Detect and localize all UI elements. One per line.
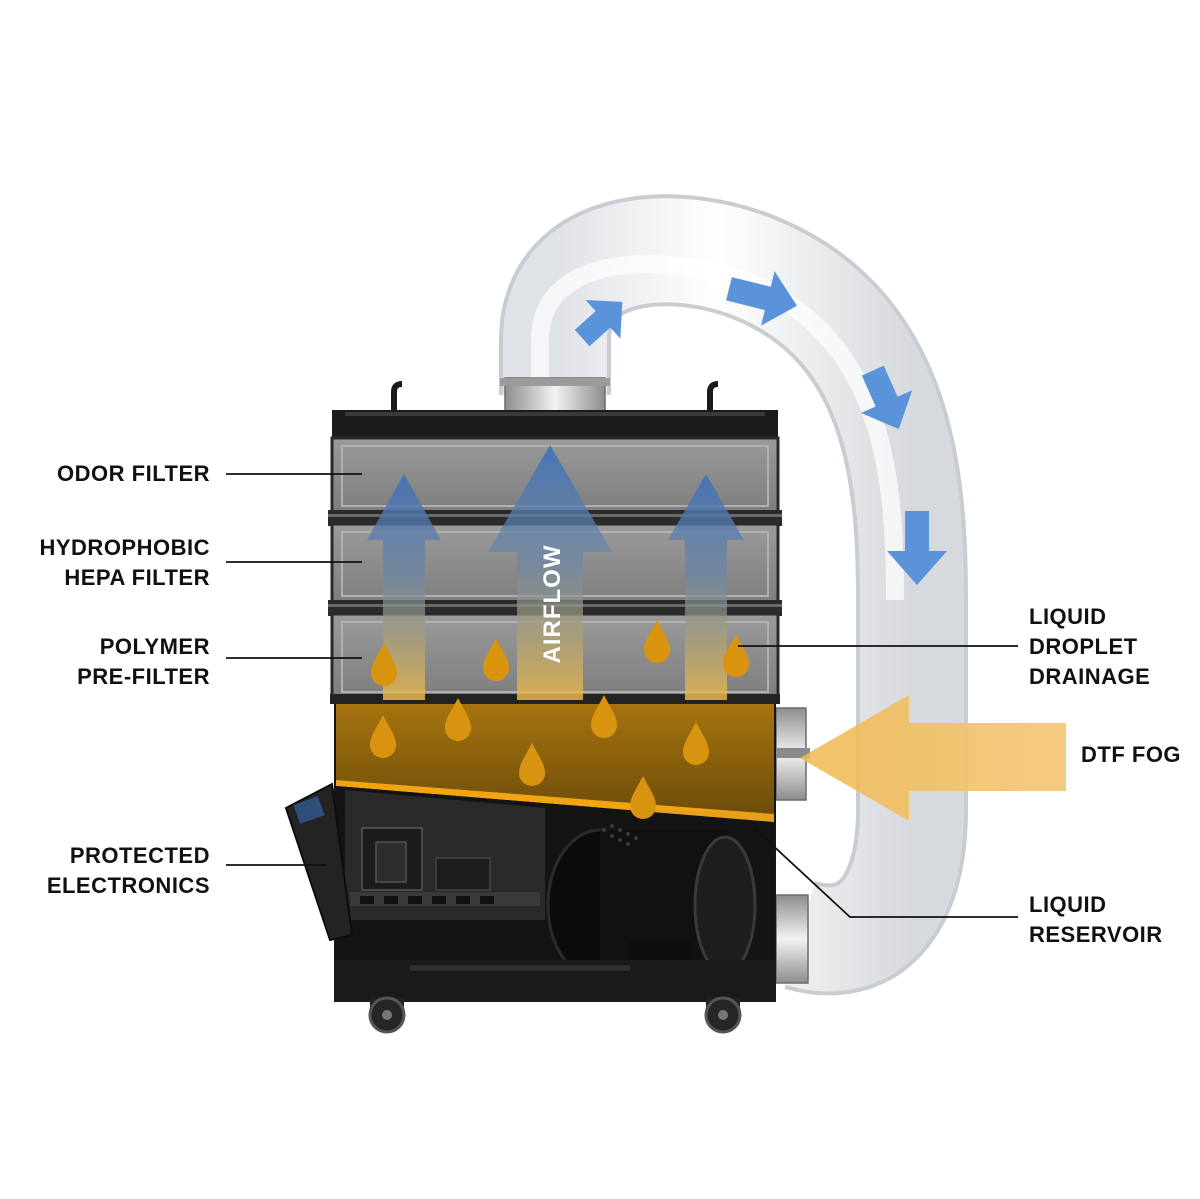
label-line: HEPA FILTER (64, 565, 210, 590)
label-line: ELECTRONICS (46, 873, 210, 898)
leader-reservoir (753, 827, 1018, 918)
label-line: DROPLET (1029, 634, 1138, 659)
label-line: LIQUID (1029, 892, 1107, 917)
leader-lines (226, 473, 1018, 918)
flow-arrow-3 (861, 365, 913, 430)
airflow-arrow-left (367, 474, 441, 700)
label-line: DRAINAGE (1029, 664, 1151, 689)
label-line: DTF FOG (1081, 742, 1182, 767)
control-display (293, 796, 325, 824)
side-inlet-pipe-lower (775, 894, 809, 984)
flow-arrow-2 (726, 271, 797, 326)
caster-wheel-right (704, 996, 742, 1034)
airflow-arrow-center (488, 445, 612, 700)
label-reservoir: LIQUID RESERVOIR (1029, 890, 1163, 950)
duct-flow-arrows (574, 271, 947, 585)
flow-arrow-4 (887, 511, 947, 585)
label-pre-filter: POLYMER PRE-FILTER (77, 632, 210, 692)
top-lid (332, 410, 778, 440)
label-line: RESERVOIR (1029, 922, 1163, 947)
label-electronics: PROTECTED ELECTRONICS (47, 841, 210, 901)
label-droplet-drainage: LIQUID DROPLET DRAINAGE (1029, 602, 1150, 692)
label-line: LIQUID (1029, 604, 1107, 629)
label-line: ODOR FILTER (57, 461, 210, 486)
caster-wheel-left (368, 996, 406, 1034)
flow-arrow-1 (574, 300, 623, 347)
label-line: PROTECTED (69, 843, 210, 868)
airflow-arrow-right (668, 474, 744, 700)
label-dtf-fog: DTF FOG (1081, 740, 1181, 770)
airflow-label: AIRFLOW (539, 545, 566, 664)
label-hepa-filter: HYDROPHOBIC HEPA FILTER (39, 533, 210, 593)
label-line: PRE-FILTER (77, 664, 210, 689)
dtf-fog-arrow (800, 695, 1066, 821)
label-odor-filter: ODOR FILTER (57, 459, 210, 489)
label-line: HYDROPHOBIC (39, 535, 210, 560)
label-line: POLYMER (99, 634, 210, 659)
airflow-arrows: AIRFLOW (367, 445, 744, 700)
